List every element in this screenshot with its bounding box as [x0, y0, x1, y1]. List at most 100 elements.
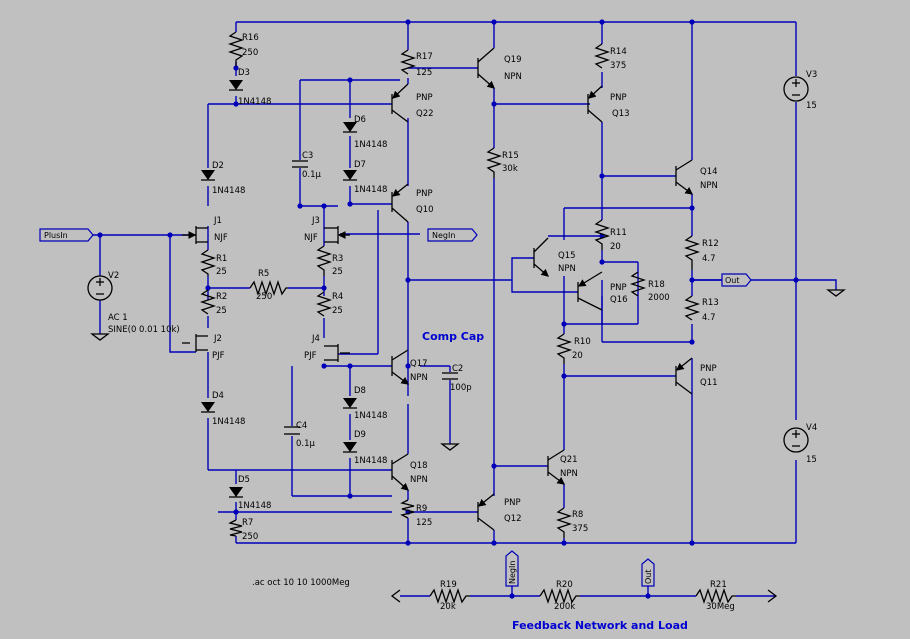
c4-ref: C4 [296, 421, 307, 431]
v2-value1: AC 1 [108, 313, 128, 323]
out-vertical-label: Out [644, 569, 653, 584]
r20-symbol [539, 587, 580, 605]
voltage-source-symbols [87, 76, 809, 453]
d8-ref: D8 [354, 386, 366, 396]
r13-value: 4.7 [702, 313, 716, 323]
v3-value: 15 [806, 101, 817, 111]
q10-value: PNP [416, 189, 433, 199]
d2-ref: D2 [212, 161, 224, 171]
q19-symbol [477, 47, 495, 89]
r2-value: 25 [216, 306, 227, 316]
q13-value: PNP [610, 93, 627, 103]
negin-label: NegIn [432, 231, 455, 240]
d4-ref: D4 [212, 391, 224, 401]
r1-ref: R1 [216, 254, 227, 264]
j4-symbol [324, 344, 350, 362]
out-label: Out [725, 276, 740, 285]
r3-ref: R3 [332, 254, 343, 264]
d2-symbol [201, 170, 215, 181]
j3-symbol [324, 226, 350, 244]
d5-symbol [229, 487, 243, 498]
r9-symbol [400, 499, 415, 519]
j2-value: PJF [212, 351, 225, 361]
q10-symbol [391, 183, 409, 223]
q16-symbol [577, 271, 603, 311]
r18-ref: R18 [648, 280, 665, 290]
j3-value: NJF [304, 233, 318, 243]
r5-symbol [249, 279, 288, 297]
jfet-symbols [182, 226, 350, 362]
r7-value: 250 [242, 532, 258, 542]
j1-value: NJF [214, 233, 228, 243]
d7-value: 1N4148 [354, 185, 387, 195]
r4-symbol [315, 291, 333, 317]
r9-ref: R9 [416, 504, 427, 514]
r2-symbol [199, 289, 217, 315]
d5-ref: D5 [238, 475, 250, 485]
q15-symbol [533, 237, 549, 277]
r12-symbol [683, 235, 701, 270]
r17-value: 125 [416, 68, 432, 78]
r11-ref: R11 [610, 228, 627, 238]
r19-ref: R19 [440, 580, 457, 590]
v2-value2: SINE(0 0.01 10k) [108, 325, 180, 335]
r15-value: 30k [502, 164, 518, 174]
r9-value: 125 [416, 518, 432, 528]
q13-ref: Q13 [612, 109, 630, 119]
q12-ref: Q12 [504, 514, 522, 524]
q16-ref: Q16 [610, 295, 628, 305]
r10-ref: R10 [574, 337, 591, 347]
v2-symbol [87, 275, 113, 301]
r5-ref: R5 [258, 269, 269, 279]
q21-symbol [547, 449, 566, 485]
d4-value: 1N4148 [212, 417, 245, 427]
q14-ref: Q14 [700, 167, 718, 177]
r16-value: 250 [242, 48, 258, 58]
q18-value: NPN [410, 475, 428, 485]
d8-symbol [343, 398, 357, 409]
r15-symbol [485, 147, 503, 178]
j4-value: PJF [304, 351, 317, 361]
d9-value: 1N4148 [354, 456, 387, 466]
d7-symbol [343, 170, 357, 181]
v2-ref: V2 [108, 271, 119, 281]
j1-ref: J1 [213, 216, 222, 226]
q17-ref: Q17 [410, 359, 428, 369]
q19-ref: Q19 [504, 55, 522, 65]
v4-value: 15 [806, 455, 817, 465]
c4-symbol [284, 426, 300, 435]
q22-ref: Q22 [416, 109, 434, 119]
d6-ref: D6 [354, 115, 366, 125]
d9-symbol [343, 442, 357, 453]
resistor-symbols [199, 31, 736, 605]
r10-value: 20 [572, 351, 583, 361]
r19-symbol [429, 587, 470, 605]
ground-icon [90, 333, 110, 341]
r19-value: 20k [440, 602, 456, 612]
c2-value: 100p [450, 383, 472, 393]
component-labels: R16 250 D3 1N4148 R17 125 Q19 NPN R14 37… [108, 33, 817, 612]
d3-ref: D3 [238, 68, 250, 78]
q18-symbol [391, 453, 409, 491]
j3-ref: J3 [311, 216, 320, 226]
c2-ref: C2 [452, 364, 463, 374]
net-flags [39, 228, 778, 603]
v4-symbol [783, 427, 809, 453]
diode-symbols [201, 80, 357, 498]
negin-vertical-label: NegIn [508, 561, 517, 584]
j2-symbol [182, 334, 208, 352]
d7-ref: D7 [354, 160, 366, 170]
d5-value: 1N4148 [238, 501, 271, 511]
r12-value: 4.7 [702, 254, 716, 264]
net-flag-labels: PlusIn NegIn Out NegIn Out [44, 231, 740, 584]
r20-ref: R20 [556, 580, 573, 590]
v3-symbol [783, 76, 809, 102]
r8-symbol [555, 507, 573, 538]
r11-symbol [593, 219, 611, 250]
j1-symbol [182, 226, 208, 244]
ground-symbols [90, 289, 846, 451]
r5-value: 250 [256, 292, 272, 302]
r7-ref: R7 [242, 518, 253, 528]
d3-value: 1N4148 [238, 97, 271, 107]
r8-ref: R8 [572, 510, 583, 520]
